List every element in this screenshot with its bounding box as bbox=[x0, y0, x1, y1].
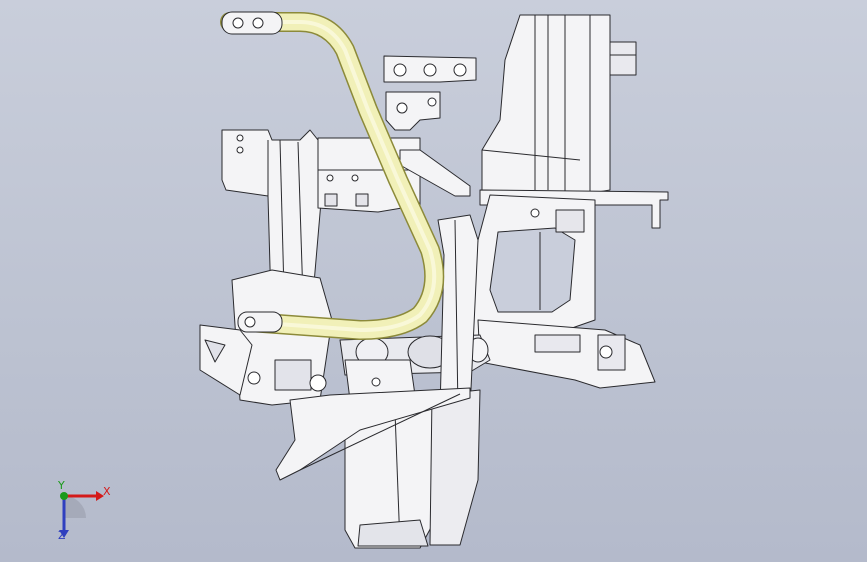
left-lower-block[interactable] bbox=[231, 269, 333, 406]
lower-blade-front[interactable] bbox=[344, 397, 436, 549]
lower-center-block[interactable] bbox=[344, 359, 416, 401]
lower-diagonal-arm[interactable] bbox=[275, 387, 471, 481]
lower-right-plate[interactable] bbox=[477, 319, 656, 389]
center-frame-part[interactable] bbox=[469, 194, 596, 341]
center-post[interactable] bbox=[437, 214, 479, 411]
tube-end-top[interactable] bbox=[221, 11, 283, 35]
orientation-triad: X Y Z bbox=[40, 478, 120, 548]
left-flap[interactable] bbox=[199, 324, 253, 396]
tube-end-bottom[interactable] bbox=[237, 311, 283, 333]
z-axis-label: Z bbox=[58, 529, 66, 542]
right-column-part[interactable] bbox=[481, 14, 637, 196]
lower-blade-back[interactable] bbox=[429, 389, 481, 546]
y-axis-label: Y bbox=[58, 479, 65, 492]
floating-clip-upper[interactable] bbox=[383, 55, 477, 83]
highlighted-tube[interactable] bbox=[220, 12, 445, 340]
triad-axes-icon bbox=[59, 491, 104, 538]
floating-clip-lower[interactable] bbox=[385, 91, 441, 131]
x-axis-label: X bbox=[103, 485, 111, 498]
y-axis-dot bbox=[60, 492, 68, 500]
